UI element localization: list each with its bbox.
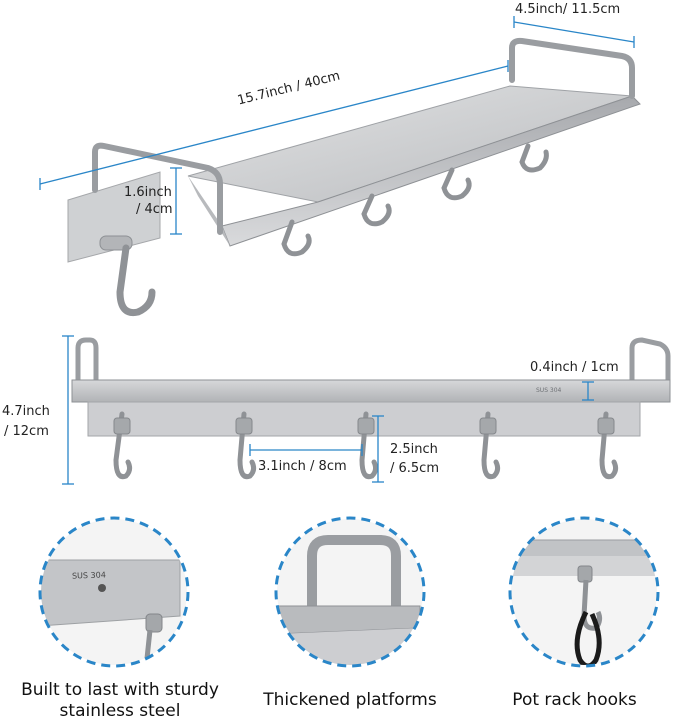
shelf-perspective-illustration bbox=[39, 16, 641, 317]
side-hook bbox=[116, 244, 156, 317]
caption-thickened-platforms: Thickened platforms bbox=[263, 690, 437, 710]
feature-steel-closeup bbox=[41, 519, 187, 665]
left-rail bbox=[92, 142, 223, 235]
under-shelf-hooks bbox=[281, 143, 549, 257]
shelf-front-view-illustration bbox=[62, 335, 671, 485]
feature-hook-closeup bbox=[511, 519, 657, 665]
right-rail bbox=[509, 37, 635, 99]
rail-height-label: 1.6inch / 4cm bbox=[124, 185, 173, 217]
feature-stamp: SUS 304 bbox=[71, 570, 106, 581]
shelf-front-lip bbox=[221, 95, 641, 247]
caption-stainless-steel: Built to last with sturdy stainless stee… bbox=[21, 680, 219, 721]
caption-pot-rack-hooks: Pot rack hooks bbox=[512, 690, 637, 710]
back-plate bbox=[67, 171, 161, 263]
front-left-rail bbox=[75, 337, 99, 382]
front-right-rail bbox=[629, 337, 671, 382]
front-hooks bbox=[113, 411, 619, 480]
hook-height-label: 2.5inch / 6.5cm bbox=[390, 442, 439, 476]
width-dimension-label: 4.5inch/ 11.5cm bbox=[515, 2, 621, 17]
total-height-label: 4.7inch / 12cm bbox=[2, 404, 50, 439]
hook-spacing-label: 3.1inch / 8cm bbox=[258, 459, 347, 474]
front-stamp: SUS 304 bbox=[536, 387, 562, 394]
platform-thickness-label: 0.4inch / 1cm bbox=[530, 360, 619, 375]
